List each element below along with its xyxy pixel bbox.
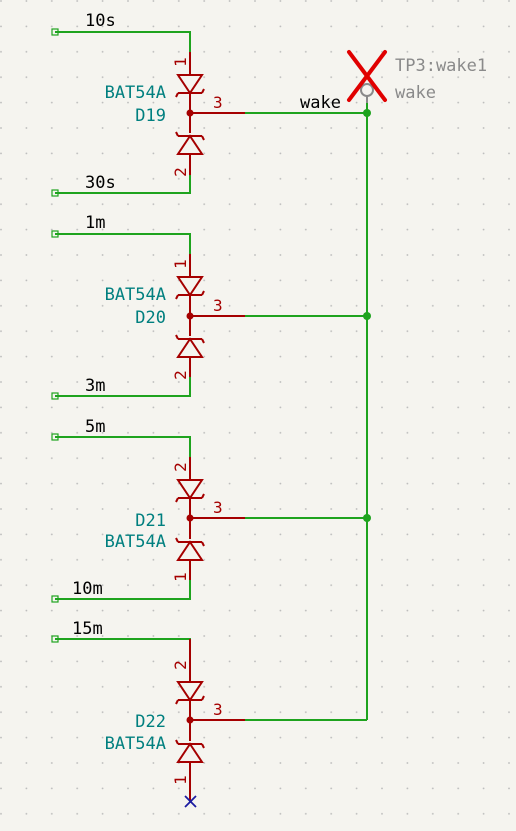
component-reference: D22 (135, 712, 166, 732)
component-value: BAT54A (105, 83, 166, 103)
wire-1m (55, 233, 191, 254)
wire-10s (55, 31, 191, 52)
net-label-15m: 15m (72, 619, 103, 639)
component-reference: D19 (135, 106, 166, 126)
pin-number: 1 (171, 57, 190, 67)
testpoint-tp3[interactable]: TP3:wake1 wake (347, 50, 487, 103)
component-value: BAT54A (105, 734, 166, 754)
label-connector-3m (51, 392, 59, 400)
pin-number: 1 (171, 775, 190, 785)
diode-d20[interactable]: 1m 1 3 2 3m BAT54A D20 (51, 213, 245, 400)
diode-d22[interactable]: 15m 2 3 1 D22 BAT54A (51, 619, 245, 808)
net-label-10s: 10s (85, 11, 116, 31)
no-connect-marker (184, 795, 197, 808)
wake-bus: wake (245, 93, 371, 721)
wire-3m (55, 377, 191, 397)
pin-number: 3 (213, 498, 223, 517)
label-connector-10m (51, 595, 59, 603)
pin-number: 2 (171, 462, 190, 472)
component-value: BAT54A (105, 285, 166, 305)
net-label-3m: 3m (85, 376, 105, 396)
diode-symbol (175, 537, 205, 561)
testpoint-value: wake (395, 83, 436, 103)
wire-10m (55, 580, 191, 600)
wire-5m (55, 436, 191, 457)
pin-number: 3 (213, 296, 223, 315)
junction (363, 109, 371, 117)
diode-symbol (175, 334, 205, 358)
label-connector-30s (51, 189, 59, 197)
net-label-30s: 30s (85, 173, 116, 193)
error-marker-icon (347, 50, 387, 102)
pin-number: 3 (213, 93, 223, 112)
component-reference: D21 (135, 511, 166, 531)
component-value: BAT54A (105, 532, 166, 552)
label-connector-5m (51, 433, 59, 441)
junction (363, 312, 371, 320)
diode-symbol (175, 739, 205, 763)
pin-number: 2 (171, 167, 190, 177)
pin-number: 2 (171, 370, 190, 380)
diode-symbol (175, 131, 205, 155)
pin-number: 2 (171, 660, 190, 670)
net-label-10m: 10m (72, 579, 103, 599)
wire-30s (55, 175, 191, 194)
testpoint-reference: TP3:wake1 (395, 56, 487, 76)
diode-d21[interactable]: 5m 2 3 1 10m D21 BAT54A (51, 417, 245, 603)
net-label-1m: 1m (85, 213, 105, 233)
component-reference: D20 (135, 308, 166, 328)
pin-number: 3 (213, 700, 223, 719)
pin-number: 1 (171, 259, 190, 269)
diode-d19[interactable]: 10s 1 3 2 30s BAT54A D19 (51, 11, 245, 197)
net-label-5m: 5m (85, 417, 105, 437)
net-label-wake: wake (300, 93, 341, 113)
pin-number: 1 (171, 572, 190, 582)
label-connector-15m (51, 635, 59, 643)
junction (363, 514, 371, 522)
label-connector-10s (51, 28, 59, 36)
label-connector-1m (51, 230, 59, 238)
